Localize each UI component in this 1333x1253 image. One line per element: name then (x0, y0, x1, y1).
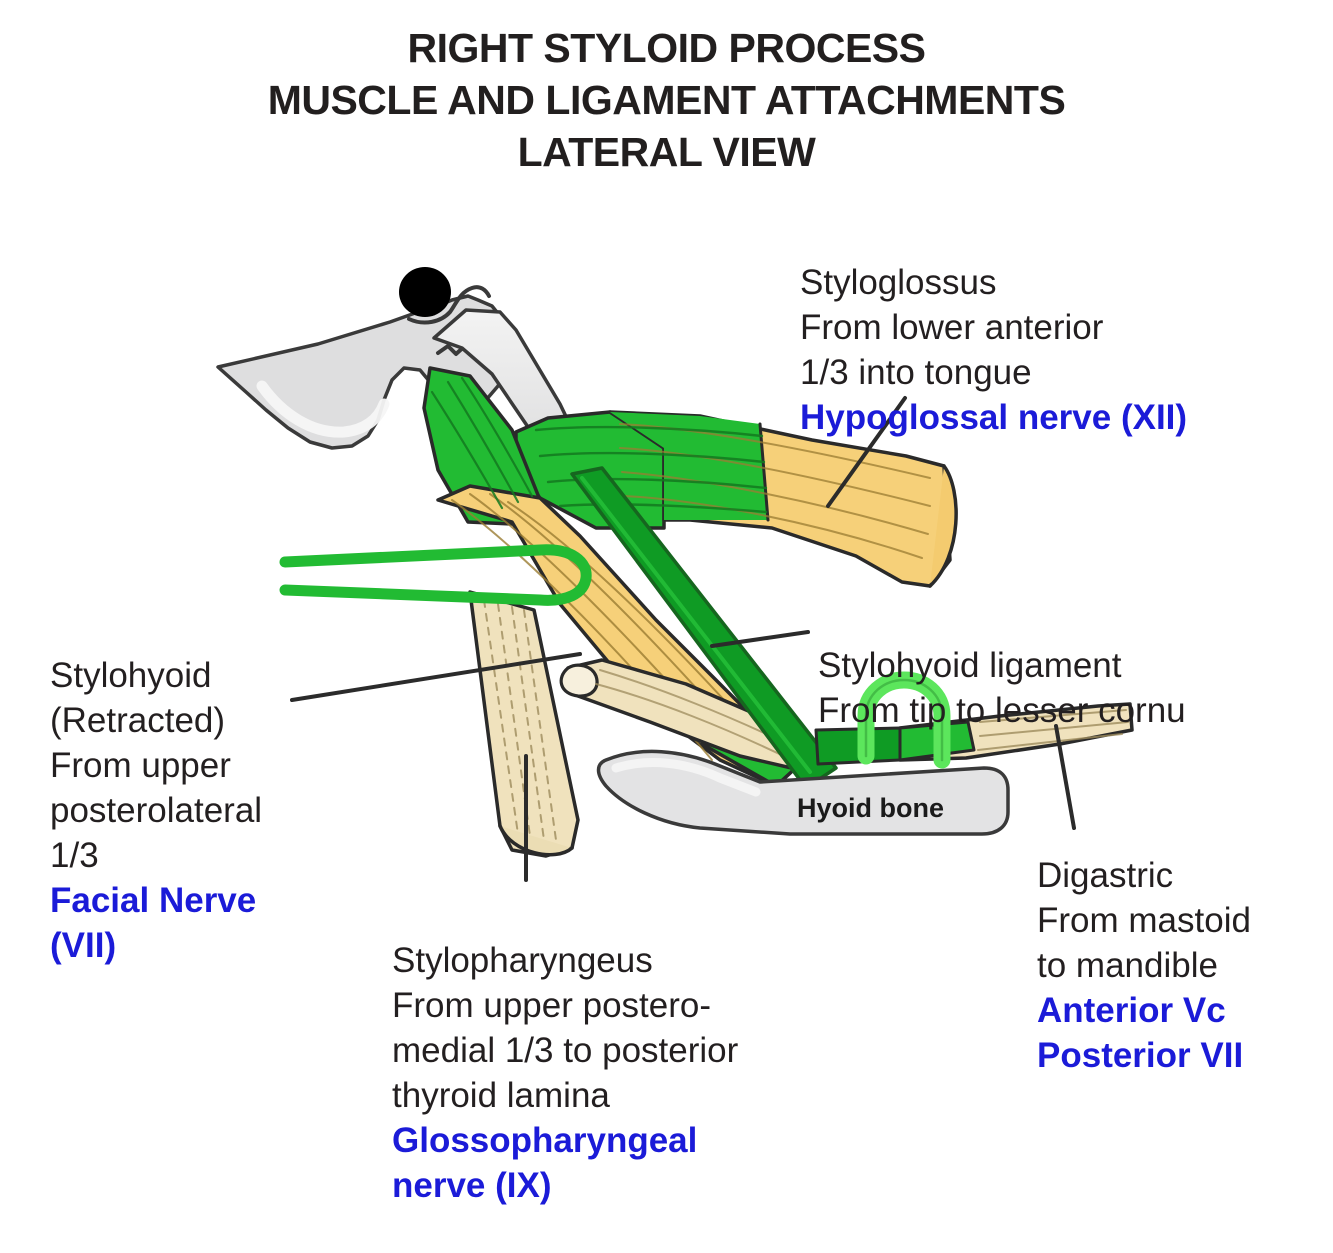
styloglossus-cut-end (928, 464, 958, 588)
label-styloglossus-origin: Styloglossus From lower anterior 1/3 int… (800, 263, 1104, 392)
stylopharyngeus-cut-end (498, 824, 574, 857)
diagram-canvas: RIGHT STYLOID PROCESS MUSCLE AND LIGAMEN… (50, 25, 1251, 1205)
label-stylohyoid-ligament-origin: Stylohyoid ligament From tip to lesser c… (818, 646, 1186, 730)
stylomastoid-foramen-icon (399, 267, 451, 317)
label-stylohyoid-ligament: Stylohyoid ligament From tip to lesser c… (818, 598, 1186, 733)
digastric-sling-outline (864, 678, 944, 762)
leader-stylohyoid (290, 652, 582, 702)
label-hyoid-bone: Hyoid bone (797, 793, 944, 823)
label-stylopharyngeus-origin: Stylopharyngeus From upper postero- medi… (392, 941, 739, 1115)
leader-stylohyoid-ligament (710, 630, 810, 648)
label-stylopharyngeus: Stylopharyngeus From upper postero- medi… (392, 893, 738, 1253)
leader-digastric (1054, 724, 1076, 830)
styloglossus-green-band-edge (758, 422, 770, 522)
page-title: RIGHT STYLOID PROCESS MUSCLE AND LIGAMEN… (267, 25, 1066, 175)
label-digastric-origin: Digastric From mastoid to mandible (1037, 856, 1251, 985)
stylohyoid-ligament-highlight (580, 476, 812, 774)
leader-styloglossus (826, 396, 907, 508)
label-digastric: Digastric From mastoid to mandible Anter… (1037, 808, 1251, 1123)
styloglossus-striations (619, 423, 931, 559)
digastric-striations (977, 709, 1129, 751)
label-stylohyoid-origin: Stylohyoid (Retracted) From upper poster… (50, 656, 263, 875)
styloglossus-green-band (610, 412, 768, 520)
facial-canal-icon (407, 285, 491, 325)
styloglossus-green-striations (534, 425, 768, 514)
label-stylohyoid-nerve: Facial Nerve (VII) (50, 881, 257, 965)
temporal-bone-highlight (256, 380, 390, 438)
leader-lines (290, 396, 1076, 882)
label-stylohyoid: Stylohyoid (Retracted) From upper poster… (50, 608, 262, 1013)
label-stylopharyngeus-nerve: Glossopharyngeal nerve (IX) (392, 1121, 698, 1205)
stylohyoid-green-striations (430, 376, 534, 510)
anatomy-illustration (216, 267, 1134, 882)
label-styloglossus: Styloglossus From lower anterior 1/3 int… (800, 215, 1187, 485)
hyoid-bone-highlight (611, 758, 761, 797)
stylohyoid-retractor-loop (279, 544, 592, 606)
label-styloglossus-nerve: Hypoglossal nerve (XII) (800, 398, 1188, 437)
label-digastric-nerve: Anterior Vc Posterior VII (1037, 991, 1244, 1075)
stylopharyngeus-stub-cut-end (559, 663, 599, 698)
